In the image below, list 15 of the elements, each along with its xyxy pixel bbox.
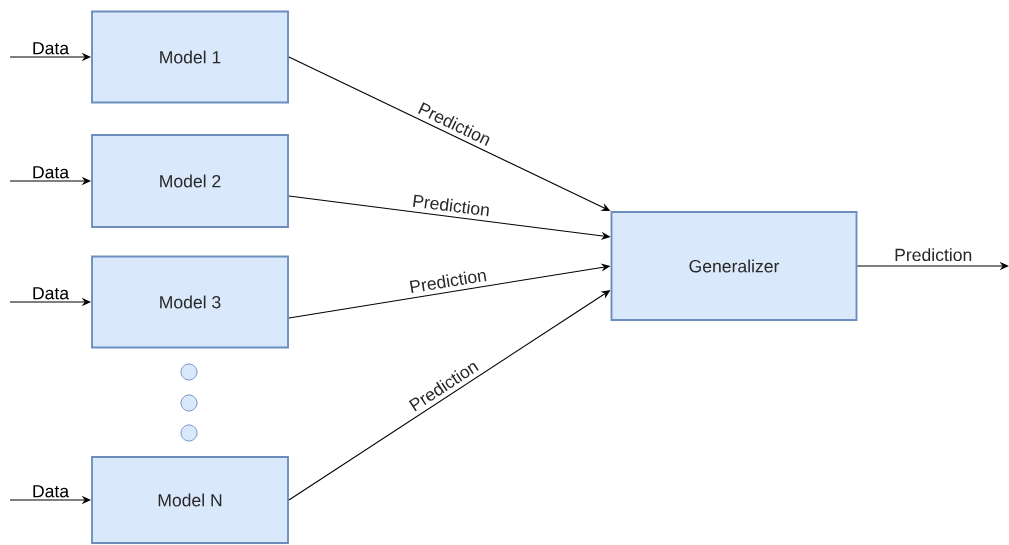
edge-label: Data [33, 42, 70, 55]
edge-label: Prediction [407, 266, 489, 295]
edge-label: Prediction [410, 192, 493, 218]
process-box: Model 3 [91, 255, 289, 349]
ellipsis-dot [180, 424, 198, 442]
process-box: Model N [91, 456, 289, 544]
edge-label: Data [33, 485, 70, 498]
edge-label: Data [33, 166, 70, 179]
process-box: Generalizer [610, 211, 858, 321]
edge-label: Prediction [893, 247, 974, 263]
ellipsis-dot [180, 363, 198, 381]
edge-label: Data [33, 287, 70, 300]
process-box: Model 1 [91, 10, 289, 104]
process-box: Model 2 [91, 134, 289, 228]
ellipsis-dot [180, 394, 198, 412]
